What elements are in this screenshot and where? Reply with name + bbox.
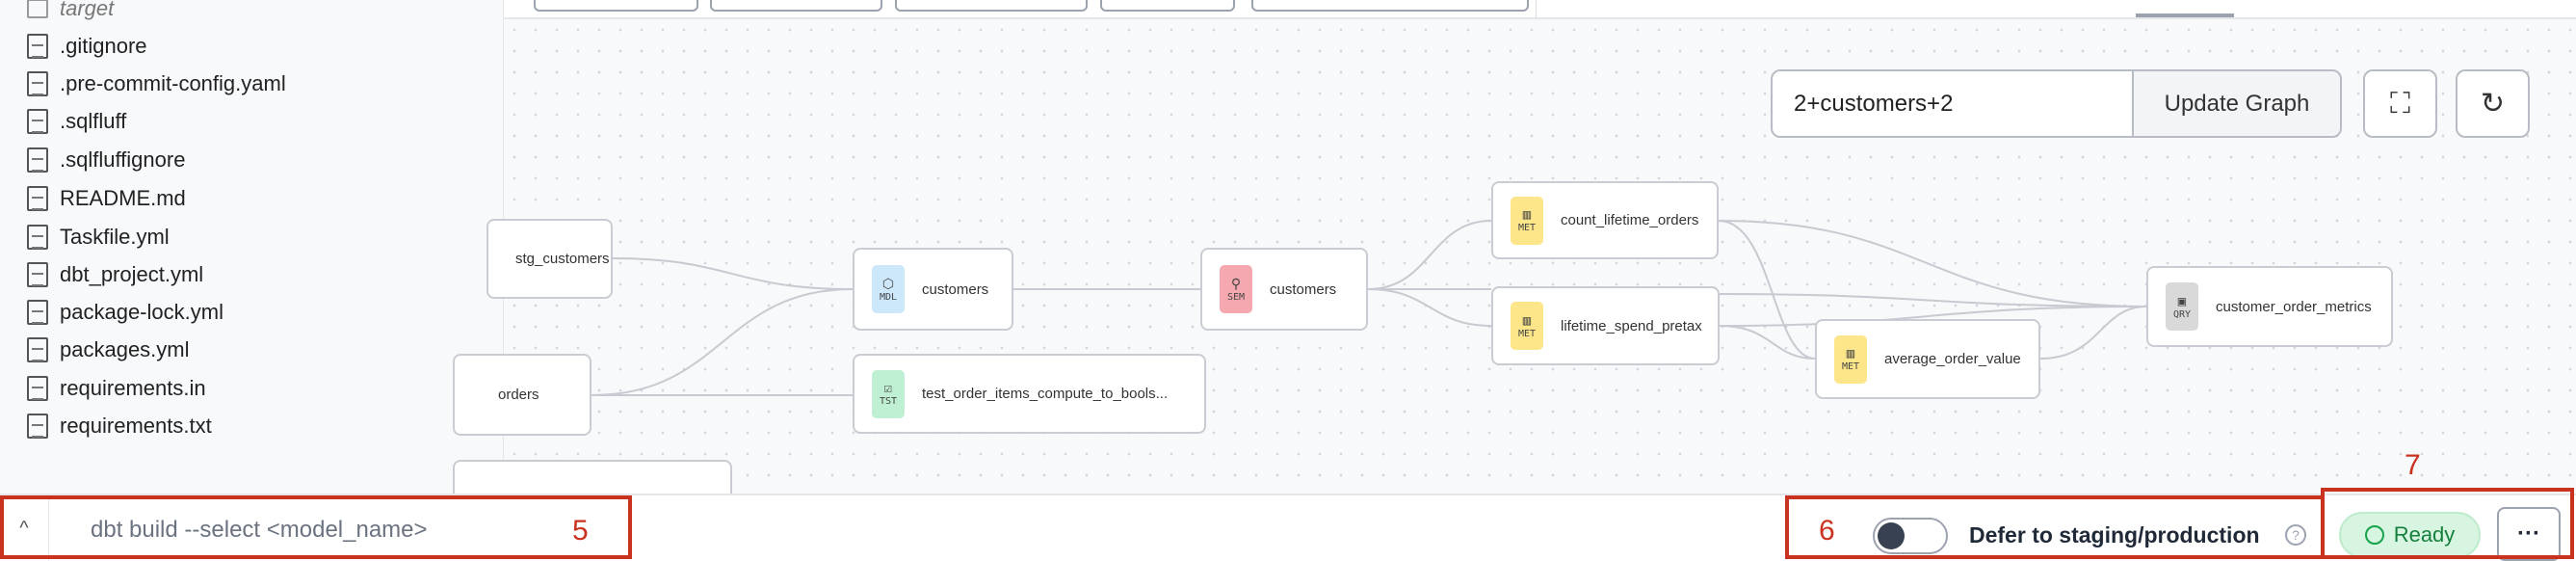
semantic-badge: ⚲SEM (1220, 265, 1252, 313)
update-graph-button[interactable]: Update Graph (2132, 71, 2340, 136)
sidebar-item-requirements-txt[interactable]: requirements.txt (27, 409, 212, 443)
toolbar-button[interactable] (534, 0, 698, 12)
annotation-box-5 (0, 495, 632, 559)
bar-chart-icon: ▥ (1846, 346, 1855, 361)
bar-chart-icon: ▥ (1522, 312, 1532, 329)
sidebar-item-package-lock[interactable]: package-lock.yml (27, 295, 223, 330)
file-icon (27, 71, 48, 96)
status-badge: Ready (2339, 512, 2481, 558)
refresh-icon: ↻ (2480, 88, 2506, 120)
annotation-label-6: 6 (1819, 515, 1835, 547)
sidebar-item-requirements-in[interactable]: requirements.in (27, 371, 206, 406)
sidebar-item-readme[interactable]: README.md (27, 181, 186, 216)
metric-badge: ▥MET (1834, 334, 1867, 384)
node-count-lifetime-orders[interactable]: ▥MET count_lifetime_orders (1491, 181, 1719, 259)
sidebar-item-target[interactable]: target (27, 0, 114, 26)
node-customers-model[interactable]: ⬡MDL customers (853, 248, 1013, 331)
sidebar-item-pre-commit-config[interactable]: .pre-commit-config.yaml (27, 67, 286, 101)
file-icon (27, 34, 48, 59)
chevron-up-icon: ^ (19, 517, 29, 539)
more-options-button[interactable]: ··· (2497, 507, 2561, 561)
annotation-box-6 (1785, 495, 2325, 559)
help-icon[interactable]: ? (2285, 524, 2306, 546)
editor-toolbar (504, 0, 2576, 19)
status-circle-icon (2364, 525, 2384, 545)
refresh-button[interactable]: ↻ (2456, 69, 2530, 138)
metric-badge: ▥MET (1511, 196, 1543, 245)
expand-console-button[interactable]: ^ (0, 495, 49, 561)
file-icon (27, 225, 48, 250)
selector-input[interactable]: 2+customers+2 (1794, 90, 1954, 117)
saved-query-icon: ▣ (2177, 293, 2187, 309)
sidebar-item-packages[interactable]: packages.yml (27, 333, 190, 367)
file-icon (27, 147, 48, 173)
clipboard-check-icon: ☑ (883, 381, 893, 396)
defer-toggle[interactable] (1873, 518, 1948, 554)
toolbar-button[interactable] (1100, 0, 1235, 12)
folder-icon (27, 0, 48, 18)
node-stg-customers[interactable]: stg_customers (486, 219, 613, 299)
bar-chart-icon: ▥ (1522, 207, 1532, 223)
file-icon (27, 262, 48, 287)
toolbar-divider (1536, 0, 1537, 19)
cube-icon: ⬡ (881, 276, 895, 292)
command-input[interactable]: dbt build --select <model_name> (91, 517, 428, 543)
file-icon (27, 414, 48, 439)
file-explorer: target .gitignore .pre-commit-config.yam… (0, 0, 504, 494)
annotation-label-5: 5 (572, 515, 589, 547)
file-icon (27, 300, 48, 325)
toolbar-button[interactable] (895, 0, 1088, 12)
node-lifetime-spend-pretax[interactable]: ▥MET lifetime_spend_pretax (1491, 286, 1720, 365)
file-icon (27, 186, 48, 211)
query-badge: ▣QRY (2166, 282, 2198, 331)
graph-selector: 2+customers+2 Update Graph (1771, 69, 2342, 138)
file-icon (27, 337, 48, 362)
command-bar (0, 494, 2576, 561)
node-customer-order-metrics[interactable]: ▣QRY customer_order_metrics (2146, 266, 2393, 347)
fullscreen-button[interactable]: ⛶ (2363, 69, 2437, 138)
annotation-label-7: 7 (2405, 449, 2421, 481)
file-icon (27, 376, 48, 401)
expand-icon: ⛶ (2390, 87, 2410, 120)
defer-label: Defer to staging/production (1969, 522, 2260, 548)
active-tab-indicator (2136, 13, 2234, 17)
sidebar-item-taskfile[interactable]: Taskfile.yml (27, 220, 170, 254)
sidebar-item-gitignore[interactable]: .gitignore (27, 29, 147, 64)
sidebar-item-dbt-project[interactable]: dbt_project.yml (27, 257, 203, 292)
toggle-knob (1878, 522, 1905, 549)
annotation-box-7 (2321, 488, 2574, 559)
node-orders[interactable]: orders (453, 354, 591, 436)
sidebar-item-sqlfluffignore[interactable]: .sqlfluffignore (27, 143, 185, 177)
toolbar-button[interactable] (1251, 0, 1529, 12)
node-customers-semantic[interactable]: ⚲SEM customers (1200, 248, 1368, 331)
sidebar-item-sqlfluff[interactable]: .sqlfluff (27, 104, 126, 139)
file-icon (27, 109, 48, 134)
node-average-order-value[interactable]: ▥MET average_order_value (1815, 319, 2040, 399)
test-badge: ☑TST (872, 369, 905, 418)
semantic-model-icon: ⚲ (1230, 276, 1242, 292)
metric-badge: ▥MET (1511, 302, 1543, 350)
toolbar-button[interactable] (710, 0, 882, 12)
model-badge: ⬡MDL (872, 265, 905, 313)
node-test[interactable]: ☑TST test_order_items_compute_to_bools..… (853, 354, 1206, 434)
